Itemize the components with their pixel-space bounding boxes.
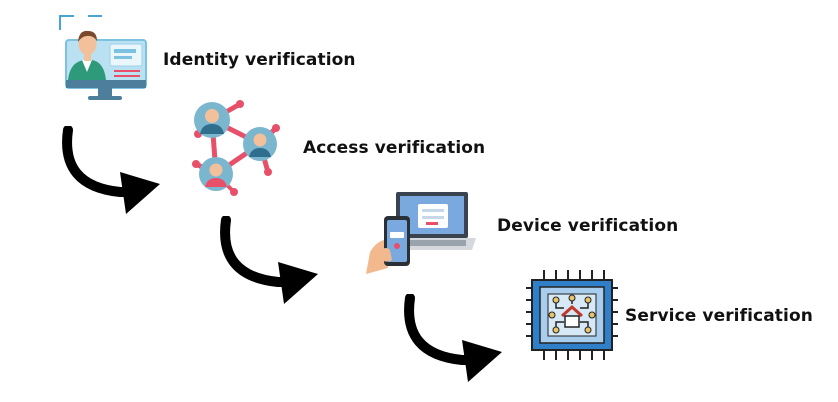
access-verification-label: Access verification bbox=[303, 138, 486, 158]
identity-verification-icon bbox=[59, 15, 147, 100]
curved-arrow-2 bbox=[220, 216, 318, 304]
access-network-icon bbox=[192, 100, 280, 196]
device-verification-icon bbox=[366, 192, 476, 274]
identity-verification-label: Identity verification bbox=[163, 50, 356, 70]
service-verification-label: Service verification bbox=[625, 306, 813, 326]
service-chip-icon bbox=[526, 270, 618, 360]
device-verification-label: Device verification bbox=[497, 216, 679, 236]
curved-arrow-3 bbox=[404, 294, 502, 382]
curved-arrow-1 bbox=[62, 126, 160, 214]
